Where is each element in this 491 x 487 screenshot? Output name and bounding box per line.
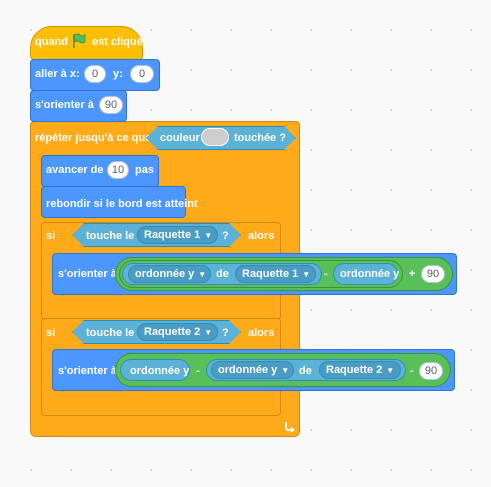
if1-sprite-text: Raquette 1: [242, 268, 299, 280]
chevron-down-icon: ▼: [302, 270, 311, 279]
if2-si-label: si: [46, 327, 56, 339]
if1-y-position-reporter[interactable]: [333, 263, 398, 285]
if2-touching-label: touche le: [86, 327, 135, 339]
if2-property-dropdown[interactable]: ordonnée y▼: [211, 361, 294, 379]
if2-target-text: Raquette 2: [144, 326, 201, 338]
goto-label: aller à x:: [35, 68, 80, 80]
if2-minus-sign: -: [196, 365, 200, 377]
if1-de-label: de: [216, 268, 229, 280]
chevron-down-icon: ▼: [204, 328, 213, 337]
loop-arrow-icon: [283, 419, 295, 434]
if1-minus-sign: -: [324, 268, 328, 280]
goto-x-input[interactable]: 0: [84, 65, 106, 83]
if2-alors-label: alors: [248, 327, 275, 339]
if1-touching-target-dropdown[interactable]: Raquette 1▼: [137, 226, 218, 244]
move-unit-label: pas: [135, 164, 154, 176]
bounce-label: rebondir si le bord est atteint: [46, 198, 198, 210]
if2-touching-target-dropdown[interactable]: Raquette 2▼: [137, 323, 218, 341]
if1-add-number-input[interactable]: 90: [421, 265, 445, 283]
when-flag-clicked-block[interactable]: [30, 26, 143, 60]
if2-sprite-dropdown[interactable]: Raquette 2▼: [319, 361, 401, 379]
touching-color-suffix: touchée ?: [234, 132, 286, 144]
if2-de-label: de: [299, 365, 312, 377]
chevron-down-icon: ▼: [281, 366, 290, 375]
repeat-until-label: répéter jusqu'à ce que: [35, 132, 152, 144]
if2-y-position-reporter[interactable]: [120, 359, 190, 381]
if1-alors-label: alors: [248, 230, 275, 242]
bounce-on-edge-block[interactable]: [41, 186, 186, 218]
if1-property-text: ordonnée y: [135, 268, 195, 280]
goto-y-input[interactable]: 0: [130, 65, 154, 83]
if2-minus-sign-2: -: [410, 365, 414, 377]
if1-point-label: s'orienter à: [58, 268, 117, 280]
if2-point-label: s'orienter à: [58, 365, 117, 377]
move-label: avancer de: [46, 164, 104, 176]
if1-question: ?: [222, 230, 229, 242]
point-direction-input[interactable]: 90: [99, 96, 123, 114]
hat-label-when: quand: [35, 36, 68, 48]
chevron-down-icon: ▼: [198, 270, 207, 279]
if2-subtract-number-input[interactable]: 90: [419, 362, 443, 380]
if1-plus-sign: +: [409, 268, 416, 280]
move-steps-input[interactable]: 10: [107, 161, 129, 179]
if1-sprite-dropdown[interactable]: Raquette 1▼: [235, 265, 316, 283]
if1-property-dropdown[interactable]: ordonnée y▼: [128, 265, 211, 283]
hat-label-clicked: est cliqué: [92, 36, 143, 48]
if1-si-label: si: [46, 230, 56, 242]
if1-y-position-label: ordonnée y: [340, 268, 400, 280]
if1-target-text: Raquette 1: [144, 229, 201, 241]
if2-y-position-label: ordonnée y: [130, 365, 190, 377]
color-swatch[interactable]: [201, 128, 229, 146]
goto-y-label: y:: [113, 68, 123, 80]
point-direction-label: s'orienter à: [35, 99, 94, 111]
if1-touching-label: touche le: [86, 230, 135, 242]
if2-property-text: ordonnée y: [218, 364, 278, 376]
chevron-down-icon: ▼: [204, 231, 213, 240]
touching-color-label: couleur: [160, 132, 200, 144]
chevron-down-icon: ▼: [386, 366, 395, 375]
if2-question: ?: [222, 327, 229, 339]
if2-sprite-text: Raquette 2: [326, 364, 383, 376]
green-flag-icon[interactable]: [71, 33, 87, 49]
